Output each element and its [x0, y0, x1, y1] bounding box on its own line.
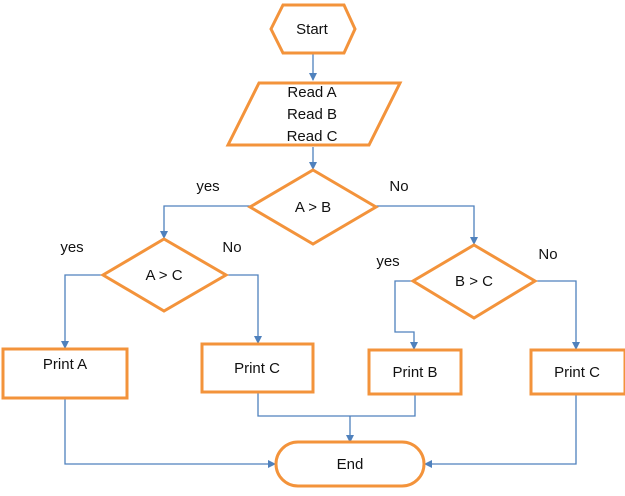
edge-label-ac-no: No	[222, 239, 241, 256]
start-label: Start	[296, 21, 329, 38]
connector-bc-no	[535, 280, 580, 350]
end-label: End	[337, 456, 364, 473]
connector-ac-yes	[61, 274, 103, 349]
connector-ab-yes	[160, 205, 250, 239]
edge-label-bc-yes: yes	[376, 253, 399, 270]
edge-label-ab-no: No	[389, 178, 408, 195]
edge-label-ac-yes: yes	[60, 239, 83, 256]
node-labels: Start Read A Read B Read C A > B A > C B…	[43, 21, 600, 473]
decision-b-gt-c	[410, 243, 538, 320]
start-terminator	[269, 3, 357, 55]
decision-a-gt-c	[100, 237, 229, 313]
edge-label-ab-yes: yes	[196, 178, 219, 195]
connector-print-c-right-to-end	[424, 395, 577, 468]
read-c-label: Read C	[287, 128, 338, 145]
edge-label-bc-no: No	[538, 246, 557, 263]
print-c-left-label: Print C	[234, 360, 280, 377]
print-a-label: Print A	[43, 356, 87, 373]
decision-a-gt-b	[247, 168, 379, 246]
print-c-right-box	[529, 348, 625, 396]
connector-ac-no	[226, 274, 262, 344]
read-b-label: Read B	[287, 106, 337, 123]
shapes	[1, 3, 625, 488]
print-c-right-label: Print C	[554, 364, 600, 381]
print-b-label: Print B	[392, 364, 437, 381]
connector-ab-no	[376, 205, 478, 245]
read-a-label: Read A	[287, 84, 336, 101]
connector-print-c-left-to-end	[257, 393, 416, 417]
print-b-box	[367, 348, 463, 396]
connector-bc-yes	[394, 280, 418, 350]
cond-ac-label: A > C	[145, 267, 182, 284]
connectors	[61, 54, 580, 468]
read-input-parallelogram	[225, 81, 403, 147]
cond-bc-label: B > C	[455, 273, 493, 290]
print-c-left-box	[200, 342, 315, 394]
edge-labels: yes No yes No yes No	[60, 178, 557, 270]
connector-print-a-to-end	[64, 399, 276, 468]
end-terminator	[274, 440, 426, 488]
cond-ab-label: A > B	[295, 199, 331, 216]
print-a-box	[1, 347, 129, 400]
